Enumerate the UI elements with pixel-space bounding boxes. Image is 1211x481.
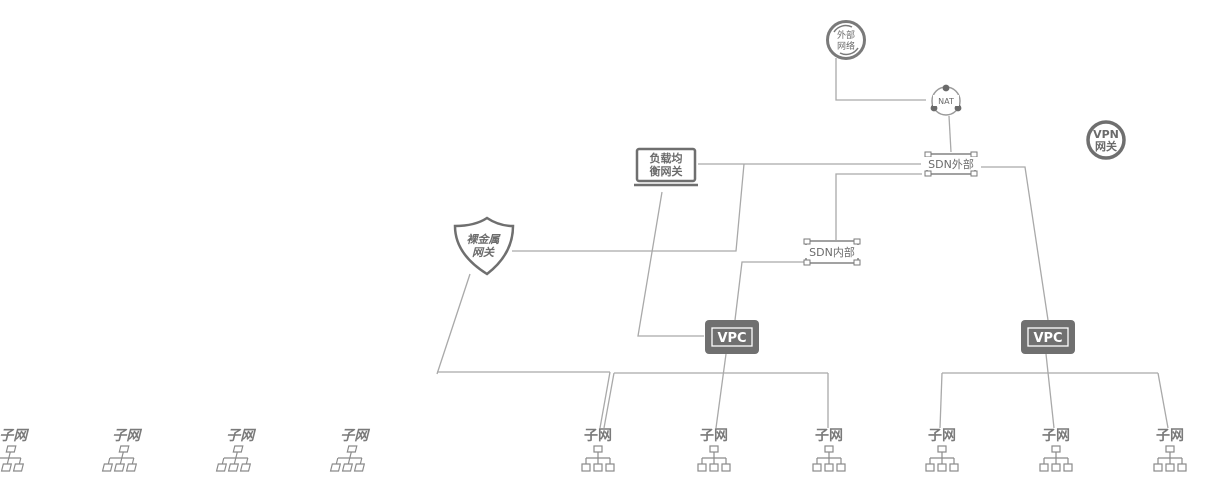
baremetal-gateway-label-line2: 网关 bbox=[472, 246, 495, 259]
subnet-label: 子网 bbox=[339, 427, 371, 444]
vpn-gateway-label-line1: VPN bbox=[1093, 128, 1119, 141]
baremetal-gateway-node[interactable]: 裸金属 网关 bbox=[453, 216, 515, 276]
link-baremetal-bus bbox=[436, 273, 471, 375]
subnet-tree-icon bbox=[581, 445, 615, 472]
subnet-label: 子网 bbox=[815, 428, 843, 444]
subnet-node[interactable]: 子网 bbox=[0, 427, 32, 472]
sdn-external-node[interactable]: SDN外部 bbox=[921, 151, 981, 177]
subnet-node[interactable]: 子网 bbox=[812, 428, 846, 472]
link-sdn-external-vpc-right bbox=[980, 166, 1049, 321]
vpn-gateway-label-line2: 网关 bbox=[1095, 139, 1117, 153]
link-bus-left-subnet5 bbox=[603, 372, 615, 429]
shield-icon bbox=[453, 216, 515, 276]
vpc-left-label: VPC bbox=[717, 331, 746, 346]
link-bus-right-subnet10 bbox=[1157, 372, 1169, 429]
subnet-node[interactable]: 子网 bbox=[581, 428, 615, 472]
subnet-label: 子网 bbox=[928, 428, 956, 444]
nat-node[interactable]: NAT bbox=[930, 84, 962, 116]
external-network-icon bbox=[826, 20, 866, 60]
subnet-tree-icon bbox=[1039, 445, 1073, 472]
subnet-label: 子网 bbox=[1156, 428, 1184, 444]
link-sdn-internal-vpc-left bbox=[734, 261, 806, 321]
link-bus-right-subnet8 bbox=[939, 372, 943, 429]
subnet-node[interactable]: 子网 bbox=[215, 427, 260, 472]
sdn-internal-label: SDN内部 bbox=[809, 245, 855, 259]
link-lb-vpc-left bbox=[637, 191, 704, 337]
subnet-label: 子网 bbox=[0, 427, 30, 444]
subnet-tree-icon bbox=[812, 445, 846, 472]
subnet-label: 子网 bbox=[584, 428, 612, 444]
subnet-label: 子网 bbox=[111, 427, 143, 444]
subnet-node[interactable]: 子网 bbox=[925, 428, 959, 472]
connectors bbox=[436, 58, 1169, 429]
subnets: 子网 子网 子网 子网 子网 子网 子网 子网 子网 子网 bbox=[0, 427, 1187, 472]
external-network-label-line1: 外部 bbox=[837, 29, 855, 41]
subnet-label: 子网 bbox=[1042, 428, 1070, 444]
vpc-left-node[interactable]: VPC bbox=[705, 320, 759, 354]
link-nat-sdn-external bbox=[948, 115, 952, 153]
subnet-tree-icon bbox=[329, 445, 366, 472]
bus-baremetal-drop bbox=[599, 371, 611, 429]
link-vpc-right-subnet9 bbox=[1045, 353, 1055, 429]
external-network-node[interactable]: 外部 网络 bbox=[826, 20, 866, 60]
link-sdn-external-sdn-internal bbox=[835, 173, 922, 240]
vpn-gateway-node[interactable]: VPN 网关 bbox=[1086, 120, 1126, 160]
subnet-node[interactable]: 子网 bbox=[101, 427, 146, 472]
subnet-node[interactable]: 子网 bbox=[329, 427, 374, 472]
vpc-right-label: VPC bbox=[1033, 331, 1062, 346]
subnet-node[interactable]: 子网 bbox=[697, 428, 731, 472]
sdn-external-label: SDN外部 bbox=[928, 157, 974, 171]
link-vpc-left-subnet6 bbox=[715, 353, 727, 429]
subnet-tree-icon bbox=[925, 445, 959, 472]
subnet-node[interactable]: 子网 bbox=[1153, 428, 1187, 472]
subnet-tree-icon bbox=[1153, 445, 1187, 472]
load-balancer-gateway-label-line1: 负载均 bbox=[650, 151, 683, 165]
subnet-label: 子网 bbox=[700, 428, 728, 444]
link-external-nat bbox=[835, 58, 926, 101]
baremetal-gateway-label-line1: 裸金属 bbox=[467, 233, 502, 246]
subnet-tree-icon bbox=[697, 445, 731, 472]
subnet-tree-icon bbox=[215, 445, 252, 472]
nat-label: NAT bbox=[938, 97, 954, 106]
load-balancer-gateway-node[interactable]: 负载均 衡网关 bbox=[634, 147, 698, 187]
sdn-internal-node[interactable]: SDN内部 bbox=[799, 238, 865, 266]
subnet-tree-icon bbox=[101, 445, 138, 472]
subnet-node[interactable]: 子网 bbox=[1039, 428, 1073, 472]
load-balancer-gateway-icon bbox=[635, 147, 697, 183]
vpn-gateway-icon bbox=[1086, 120, 1126, 160]
subnet-tree-icon bbox=[0, 445, 25, 472]
subnet-label: 子网 bbox=[225, 427, 257, 444]
external-network-label-line2: 网络 bbox=[837, 40, 855, 52]
load-balancer-gateway-label-line2: 衡网关 bbox=[650, 164, 683, 178]
link-lb-baremetal bbox=[512, 163, 745, 252]
vpc-right-node[interactable]: VPC bbox=[1021, 320, 1075, 354]
